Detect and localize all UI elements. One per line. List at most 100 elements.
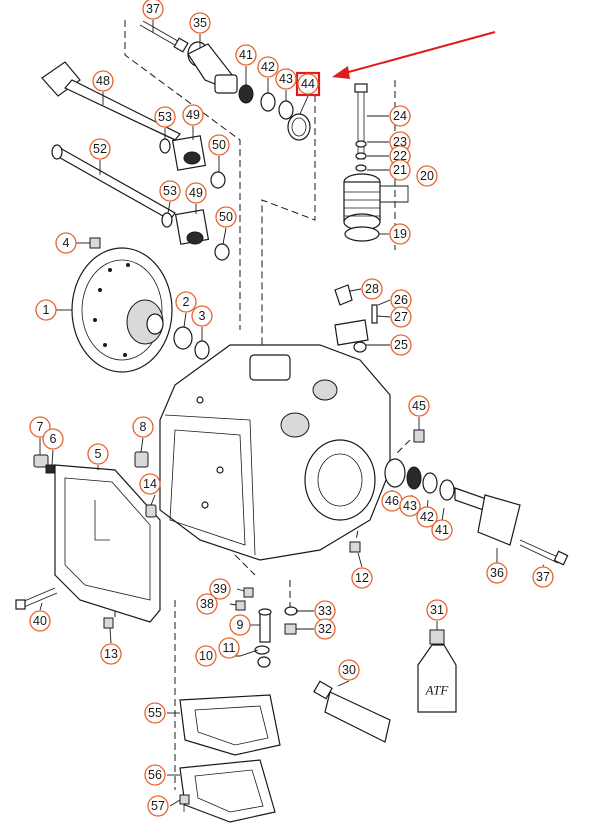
- callout-37-top: 37: [142, 0, 164, 20]
- callout-30: 30: [338, 659, 360, 681]
- callout-33: 33: [314, 600, 336, 622]
- svg-text:46: 46: [385, 494, 399, 508]
- svg-text:39: 39: [213, 582, 227, 596]
- callout-13: 13: [100, 643, 122, 665]
- parts: ATF: [15, 20, 569, 823]
- svg-text:19: 19: [393, 227, 407, 241]
- callout-48: 48: [92, 70, 114, 92]
- svg-text:43: 43: [403, 499, 417, 513]
- svg-text:42: 42: [261, 60, 275, 74]
- callout-32: 32: [314, 618, 336, 640]
- svg-text:53: 53: [163, 184, 177, 198]
- svg-text:55: 55: [148, 706, 162, 720]
- bolt-top-part: [139, 20, 189, 53]
- svg-text:56: 56: [148, 768, 162, 782]
- leader-lines: [39, 20, 545, 807]
- oil-cooler-part: [343, 173, 381, 231]
- callout-50-lower: 50: [215, 206, 237, 228]
- svg-text:11: 11: [223, 641, 236, 655]
- sealant-tube-part: [313, 680, 391, 743]
- flange-shaft-part: [187, 41, 238, 94]
- callout-31: 31: [426, 599, 448, 621]
- callout-2: 2: [175, 291, 197, 313]
- callout-8: 8: [132, 416, 154, 438]
- svg-text:41: 41: [435, 523, 449, 537]
- atf-bottle-part: ATF: [417, 629, 457, 713]
- callout-41-right: 41: [431, 519, 453, 541]
- callout-27: 27: [390, 306, 412, 328]
- drive-shaft-48-part: [41, 61, 181, 141]
- svg-text:52: 52: [93, 142, 107, 156]
- torque-converter-part: [71, 247, 173, 373]
- svg-text:48: 48: [96, 74, 110, 88]
- svg-text:9: 9: [237, 618, 244, 632]
- svg-text:2: 2: [183, 295, 190, 309]
- callout-9: 9: [229, 614, 251, 636]
- bolt-12-part: [349, 541, 361, 553]
- callout-1: 1: [35, 299, 57, 321]
- callout-3: 3: [191, 305, 213, 327]
- small-parts-left-part: [33, 451, 149, 474]
- svg-text:33: 33: [318, 604, 332, 618]
- svg-text:35: 35: [193, 16, 207, 30]
- drive-shaft-52-part: [51, 144, 176, 221]
- svg-text:13: 13: [104, 647, 118, 661]
- seal-set-lower-part: [161, 209, 230, 261]
- callouts: 37 35 41 42 43 44 48 53 49 50 52 53 49 5…: [29, 0, 554, 817]
- plug-14-part: [145, 504, 157, 518]
- rings-top-part: [238, 84, 311, 141]
- svg-text:5: 5: [95, 447, 102, 461]
- callout-50-upper: 50: [208, 134, 230, 156]
- transmission-housing-part: [159, 344, 391, 561]
- callout-55: 55: [144, 702, 166, 724]
- callout-43-top: 43: [275, 68, 297, 90]
- svg-text:53: 53: [158, 110, 172, 124]
- callout-56: 56: [144, 764, 166, 786]
- svg-text:49: 49: [186, 108, 200, 122]
- svg-text:31: 31: [430, 603, 444, 617]
- svg-text:49: 49: [189, 186, 203, 200]
- callout-53-lower: 53: [159, 180, 181, 202]
- callout-4: 4: [55, 232, 77, 254]
- svg-text:40: 40: [33, 614, 47, 628]
- svg-text:6: 6: [50, 432, 57, 446]
- svg-text:7: 7: [37, 420, 44, 434]
- callout-45: 45: [408, 395, 430, 417]
- callout-25: 25: [390, 334, 412, 356]
- rings-right-part: [384, 458, 455, 501]
- svg-text:37: 37: [536, 570, 550, 584]
- callout-19: 19: [389, 223, 411, 245]
- svg-text:26: 26: [394, 293, 408, 307]
- svg-text:12: 12: [355, 571, 369, 585]
- callout-49-lower: 49: [185, 182, 207, 204]
- svg-text:30: 30: [342, 663, 356, 677]
- bolt-57-part: [179, 794, 190, 812]
- nut-4-part: [89, 237, 101, 249]
- callout-24: 24: [389, 105, 411, 127]
- part-9-part: [258, 608, 272, 643]
- svg-text:21: 21: [393, 163, 407, 177]
- bolt-right-part: [519, 539, 569, 566]
- svg-text:41: 41: [239, 48, 253, 62]
- svg-text:45: 45: [412, 399, 426, 413]
- svg-text:57: 57: [151, 799, 165, 813]
- flange-shaft-right-part: [454, 487, 521, 546]
- callout-44-highlight-box: [295, 71, 321, 97]
- pointer-arrow-head: [332, 66, 350, 79]
- svg-text:1: 1: [43, 303, 50, 317]
- svg-text:42: 42: [420, 510, 434, 524]
- callout-20: 20: [416, 165, 438, 187]
- callout-21: 21: [389, 159, 411, 181]
- selector-linkage-part: [334, 284, 378, 353]
- callout-57: 57: [147, 795, 169, 817]
- pointer-arrow: [344, 31, 496, 74]
- svg-text:50: 50: [219, 210, 233, 224]
- o-ring-19-part: [344, 226, 380, 242]
- svg-text:37: 37: [146, 2, 160, 16]
- bolt-13-part: [103, 617, 114, 629]
- svg-text:36: 36: [490, 566, 504, 580]
- callout-41-top: 41: [235, 44, 257, 66]
- callout-12: 12: [351, 567, 373, 589]
- callout-14: 14: [139, 473, 161, 495]
- callout-5: 5: [87, 443, 109, 465]
